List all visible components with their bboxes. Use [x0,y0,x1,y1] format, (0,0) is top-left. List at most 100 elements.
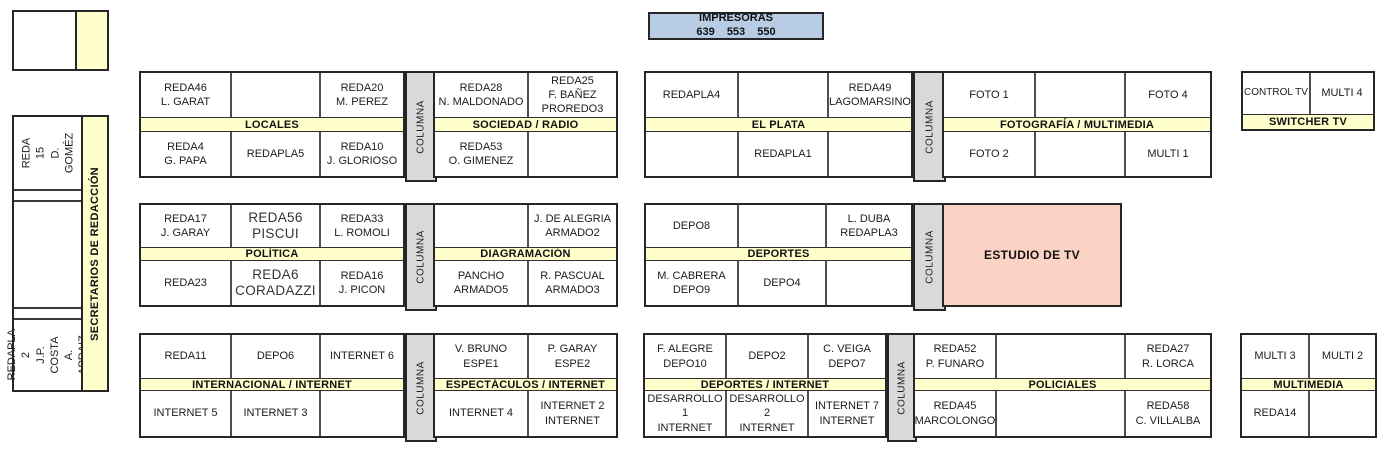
secretarios-sidebar: REDA 15 D. GOMÉZ REDAPLA 2 J.P. COSTA A.… [6,115,109,392]
desk-cell: REDA10 J. GLORIOSO [319,132,403,176]
band-espectaculos-internet: ESPECTÁCULOS / INTERNET [435,378,616,391]
desk-cell [737,205,825,247]
desk-cell: DEPO2 [725,335,807,378]
desk-cell: REDA4 G. PAPA [164,140,207,167]
desk-cell: REDA53 O. GIMENEZ [448,140,514,167]
band-deportes-internet: DEPORTES / INTERNET [645,378,885,391]
corner-box [12,10,109,71]
desk-cell: CONTROL TV [1244,87,1308,99]
group-fotografia-multimedia: FOTO 1 FOTO 4 FOTOGRAFÍA / MULTIMEDIA FO… [942,71,1212,178]
desk-cell: REDAPLA 2 J.P. COSTA A. APRAIZ [6,318,89,390]
group-multimedia: MULTI 3 MULTI 2 MULTIMEDIA REDA14 [1240,333,1377,438]
desk-cell: REDA58 C. VILLALBA [1124,391,1210,436]
desk-cell: DEPO6 [230,335,319,378]
printers-title: IMPRESORAS [699,12,773,25]
desk-cell: DEPO4 [737,261,825,305]
desk-cell: REDA52 P. FUNARO [925,343,985,370]
group-deportes: DEPO8 L. DUBA REDAPLA3 DEPORTES M. CABRE… [644,203,913,307]
desk-cell: REDA20 M. PEREZ [319,73,403,117]
desk-cell: DESARROLLO 2 INTERNET [725,391,807,436]
desk-cell [825,261,911,305]
columna-label: COLUMNA [924,99,935,154]
columna-strip: COLUMNA [405,203,437,311]
desk-cell [14,189,81,200]
desk-cell [1034,132,1124,176]
columna-label: COLUMNA [415,360,427,415]
desk-cell: REDA56 PISCUI [230,205,319,247]
columna-label: COLUMNA [415,230,427,284]
desk-cell: DEPO8 [672,219,711,232]
group-switcher-tv: CONTROL TV MULTI 4 SWITCHER TV [1241,71,1375,131]
band-deportes: DEPORTES [646,247,911,261]
group-internacional-internet: REDA11 DEPO6 INTERNET 6 INTERNACIONAL / … [139,333,405,438]
desk-cell: REDA16 J. PICON [319,261,403,305]
desk-cell: REDAPLA1 [737,132,827,176]
desk-cell: V. BRUNO ESPE1 [454,343,508,370]
desk-cell: INTERNET 4 [449,407,513,420]
desk-cell: REDA33 L. ROMOLI [319,205,403,247]
columna-label: COLUMNA [896,360,908,415]
desk-cell: INTERNET 3 [230,391,319,436]
desk-cell: FOTO 2 [969,147,1009,160]
desk-cell: REDA25 F. BAÑEZ PROREDO3 [527,73,616,117]
desk-cell: REDAPLA5 [230,132,319,176]
desk-cell [1034,73,1124,117]
columna-strip: COLUMNA [405,333,437,442]
sidebar-desk-column: REDA 15 D. GOMÉZ REDAPLA 2 J.P. COSTA A.… [6,117,89,390]
band-multimedia: MULTIMEDIA [1242,378,1375,391]
columna-label: COLUMNA [415,99,427,154]
band-sociedad-radio: SOCIEDAD / RADIO [435,117,616,132]
desk-cell [646,132,737,176]
band-politica: POLÍTICA [141,247,403,261]
desk-cell: REDA 15 D. GOMÉZ [19,132,75,174]
desk-cell [14,200,81,307]
group-deportes-internet: F. ALEGRE DEPO10 DEPO2 C. VEIGA DEPO7 DE… [643,333,887,438]
printers-numbers: 639 553 550 [696,26,776,38]
desk-cell: REDA46 L. GARAT [160,81,211,108]
group-locales: REDA46 L. GARAT REDA20 M. PEREZ LOCALES … [139,71,405,178]
columna-label: COLUMNA [924,230,935,284]
desk-cell: J. DE ALEGRIA ARMADO2 [527,205,616,247]
desk-cell: C. VEIGA DEPO7 [807,335,885,378]
desk-cell: FOTO 4 [1124,73,1210,117]
desk-cell: INTERNET 7 INTERNET [807,391,885,436]
desk-cell: MULTI 3 [1254,350,1296,363]
band-internacional-internet: INTERNACIONAL / INTERNET [141,378,403,391]
desk-cell: REDA6 CORADAZZI [230,261,319,305]
desk-cell: P. GARAY ESPE2 [527,335,616,378]
desk-cell [14,307,81,318]
desk-cell: FOTO 1 [969,88,1009,101]
group-politica: REDA17 J. GARAY REDA56 PISCUI REDA33 L. … [139,203,405,307]
desk-cell: MULTI 1 [1124,132,1210,176]
desk-cell: M. CABRERA DEPO9 [657,269,726,296]
band-diagramacion: DIAGRAMACIÓN [435,247,616,261]
tv-studio-area: ESTUDIO DE TV [942,203,1122,307]
secretarios-strip: SECRETARIOS DE REDACCIÓN [81,117,107,390]
group-sociedad-radio: REDA28 N. MALDONADO REDA25 F. BAÑEZ PROR… [433,71,618,178]
band-policiales: POLICIALES [915,378,1210,391]
corner-box-yellow-area [75,12,107,69]
band-el-plata: EL PLATA [646,117,911,132]
desk-cell: L. DUBA REDAPLA3 [825,205,911,247]
desk-cell [319,391,403,436]
group-el-plata: REDAPLA4 REDA49 LAGOMARSINO EL PLATA RED… [644,71,913,178]
tv-studio-label: ESTUDIO DE TV [984,248,1080,262]
desk-cell: MULTI 4 [1309,73,1373,114]
desk-cell: REDA45 MARCOLONGO [915,400,995,427]
corner-box-white-area [14,12,75,69]
desk-cell: DESARROLLO 1 INTERNET [647,393,723,434]
desk-cell [527,132,616,176]
secretarios-strip-label: SECRETARIOS DE REDACCIÓN [89,166,101,341]
desk-cell: PANCHO ARMADO5 [453,269,509,296]
desk-cell: F. ALEGRE DEPO10 [657,343,713,370]
desk-cell: MULTI 2 [1308,335,1375,378]
desk-cell [995,335,1124,378]
desk-cell [827,132,911,176]
desk-cell: REDA28 N. MALDONADO [438,81,524,108]
desk-cell [737,73,827,117]
desk-cell [230,73,319,117]
desk-cell: REDA11 [164,350,207,363]
desk-cell: REDA17 J. GARAY [160,212,211,239]
desk-cell: INTERNET 6 [319,335,403,378]
desk-cell [1308,391,1375,436]
